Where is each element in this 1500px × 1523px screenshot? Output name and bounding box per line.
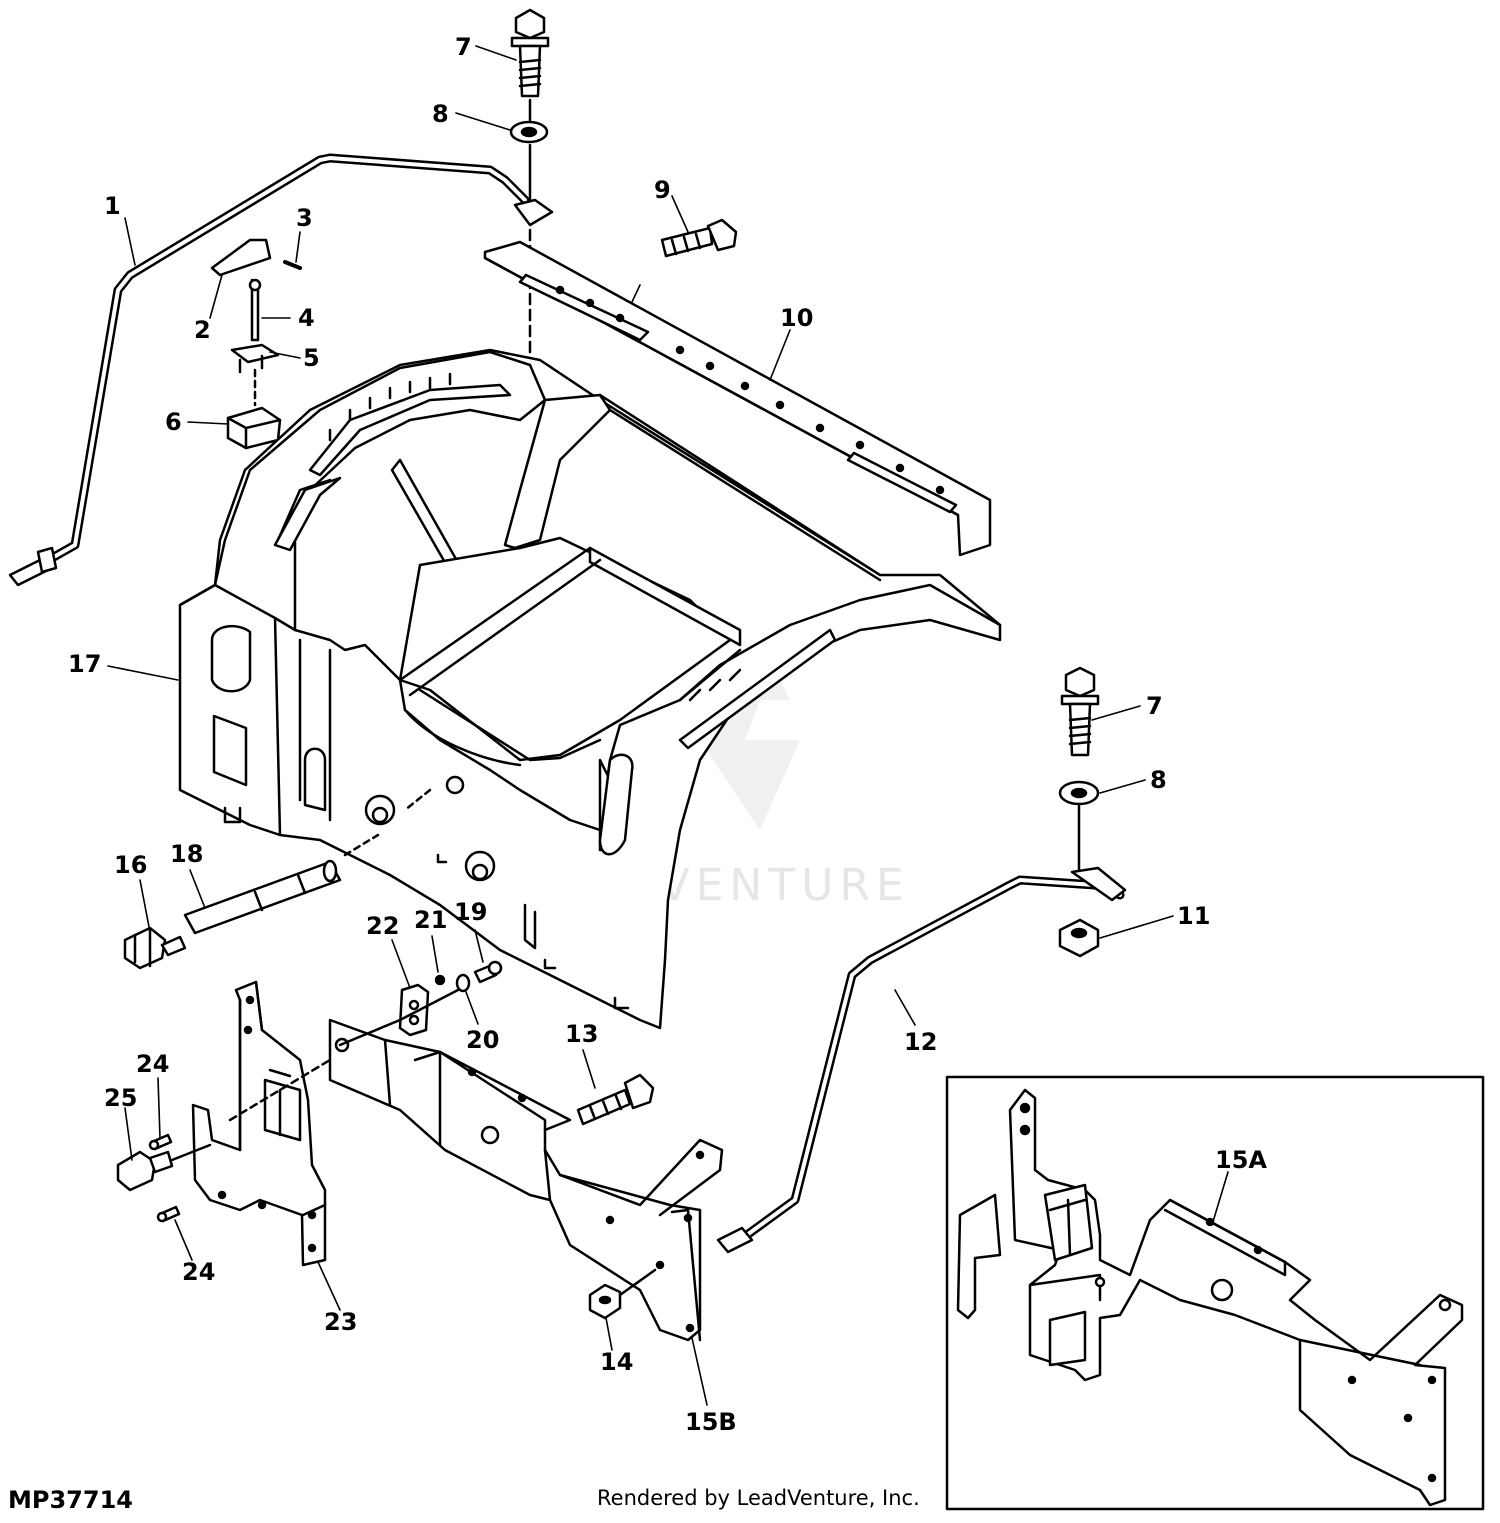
part-7-bolt-right	[1060, 666, 1100, 757]
callout-3: 3	[296, 204, 313, 232]
callout-15b: 15B	[685, 1408, 737, 1436]
callout-18: 18	[170, 840, 203, 868]
part-15b-bracket	[328, 1018, 724, 1342]
callouts: 1 2 3 4 5 6 7 8 9 10 17 7 8 11 12 18 16 …	[68, 33, 1267, 1436]
part-11-nut	[1058, 918, 1100, 958]
part-25-stud	[116, 1150, 174, 1192]
callout-21: 21	[414, 906, 447, 934]
callout-23: 23	[324, 1308, 357, 1336]
leader-line-20	[338, 988, 460, 1047]
callout-6: 6	[165, 408, 182, 436]
callout-24-upper: 24	[136, 1050, 169, 1078]
callout-20: 20	[466, 1026, 499, 1054]
part-24-screw-lower	[156, 1205, 181, 1223]
callout-4: 4	[298, 304, 315, 332]
part-9-bolt	[660, 218, 738, 258]
inset-15a	[945, 1075, 1485, 1511]
leader-line-14	[618, 1268, 657, 1297]
callout-1: 1	[104, 192, 121, 220]
leader-dash-18-body	[343, 833, 380, 857]
callout-13: 13	[565, 1020, 598, 1048]
part-23-latch-bracket	[191, 980, 327, 1267]
part-10-rail	[483, 240, 992, 557]
callout-16: 16	[114, 851, 147, 879]
part-24-screw-upper	[148, 1133, 173, 1151]
part-8-washer-right	[1058, 780, 1100, 806]
part-13-bolt	[576, 1073, 655, 1126]
callout-7-top: 7	[455, 33, 472, 61]
callout-9: 9	[654, 176, 671, 204]
leader-lines	[107, 45, 1174, 1406]
callout-10: 10	[780, 304, 813, 332]
callout-25: 25	[104, 1084, 137, 1112]
callout-11: 11	[1177, 902, 1210, 930]
callout-22: 22	[366, 912, 399, 940]
callout-8-right: 8	[1150, 766, 1167, 794]
part-8-washer-top	[509, 120, 549, 144]
part-17-fender	[178, 348, 1002, 1030]
part-1-handle-rod	[8, 153, 554, 587]
callout-19: 19	[454, 898, 487, 926]
callout-2: 2	[194, 316, 211, 344]
callout-5: 5	[303, 344, 320, 372]
part-4-pin	[248, 278, 262, 342]
part-22-block	[398, 983, 430, 1037]
part-20-washer	[455, 973, 471, 993]
callout-7-right: 7	[1146, 692, 1163, 720]
callout-14: 14	[600, 1348, 633, 1376]
drawing-id: MP37714	[8, 1486, 133, 1514]
callout-8-top: 8	[432, 100, 449, 128]
callout-24-lower: 24	[182, 1258, 215, 1286]
part-12-handle-rod	[716, 866, 1127, 1254]
leader-dash-23	[228, 1058, 332, 1122]
part-14-nut	[588, 1283, 622, 1320]
part-2-bracket	[210, 238, 302, 277]
part-16-knob	[123, 926, 187, 970]
part-21-screw	[434, 974, 446, 986]
callout-17: 17	[68, 650, 101, 678]
part-5-plate	[230, 343, 280, 374]
part-7-bolt-top	[510, 8, 550, 98]
leader-line-25	[170, 1143, 212, 1162]
part-6-switch	[226, 406, 282, 450]
part-19-bolt	[473, 960, 503, 984]
callout-12: 12	[904, 1028, 937, 1056]
part-18-pin-rod	[183, 859, 342, 935]
render-credit: Rendered by LeadVenture, Inc.	[597, 1486, 920, 1510]
callout-15a: 15A	[1215, 1146, 1267, 1174]
watermark-logo	[700, 640, 800, 830]
